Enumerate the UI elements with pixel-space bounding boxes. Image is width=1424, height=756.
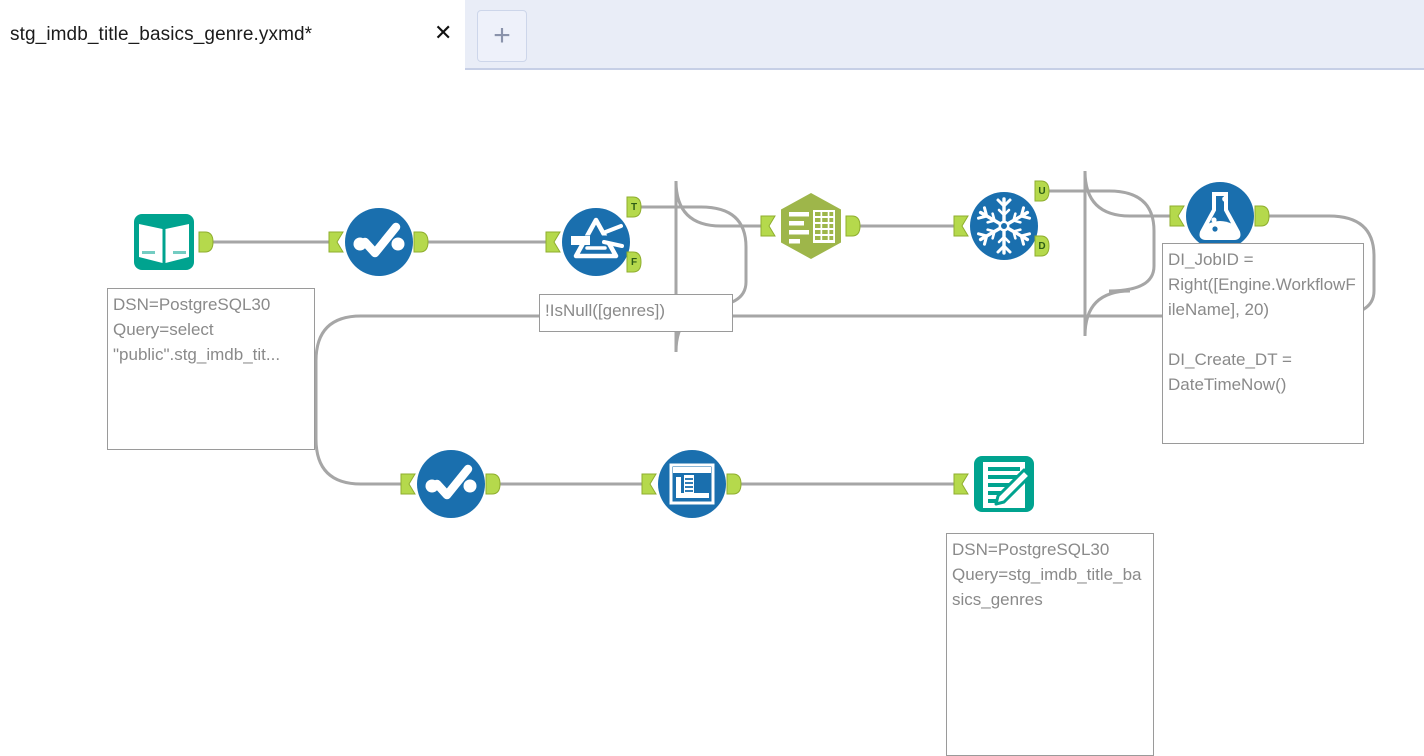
tab-strip-background: [465, 0, 1424, 70]
book-icon: [128, 206, 200, 278]
input-anchor-formula[interactable]: [1169, 205, 1185, 227]
input-anchor-unique[interactable]: [953, 215, 969, 237]
tool-unique[interactable]: [968, 190, 1040, 262]
tool-auto-field[interactable]: [656, 448, 728, 520]
output-anchor-select-1-o[interactable]: [413, 231, 429, 253]
text-to-columns-icon: [775, 190, 847, 262]
tool-filter[interactable]: [560, 206, 632, 278]
select-check-icon: [415, 448, 487, 520]
tool-input-data[interactable]: [128, 206, 200, 278]
tool-output-data[interactable]: [968, 448, 1040, 520]
annotation-formula[interactable]: DI_JobID = Right([Engine.WorkflowFileNam…: [1162, 243, 1364, 444]
filter-funnel-icon: [560, 206, 632, 278]
new-tab-button[interactable]: +: [477, 10, 527, 62]
workflow-tab-title: stg_imdb_title_basics_genre.yxmd*: [10, 24, 313, 45]
auto-field-icon: [656, 448, 728, 520]
output-anchor-formula-o[interactable]: [1254, 205, 1270, 227]
output-anchor-filter-t[interactable]: T: [626, 196, 642, 218]
workflow-canvas[interactable]: T F: [0, 70, 1424, 756]
tab-bar: stg_imdb_title_basics_genre.yxmd* ✕ +: [0, 0, 1424, 70]
flask-icon: [1184, 180, 1256, 252]
input-anchor-output-data[interactable]: [953, 473, 969, 495]
input-anchor-select-1[interactable]: [328, 231, 344, 253]
snowflake-icon: [968, 190, 1040, 262]
input-anchor-filter[interactable]: [545, 231, 561, 253]
plus-icon: +: [493, 19, 511, 52]
document-pencil-icon: [968, 448, 1040, 520]
tool-text-to-columns[interactable]: [775, 190, 847, 262]
input-anchor-text-to-columns[interactable]: [760, 215, 776, 237]
input-anchor-select-2[interactable]: [400, 473, 416, 495]
input-anchor-auto-field[interactable]: [641, 473, 657, 495]
annotation-filter[interactable]: !IsNull([genres]): [539, 294, 733, 332]
output-anchor-input-data-o[interactable]: [198, 231, 214, 253]
select-check-icon: [343, 206, 415, 278]
output-anchor-text-to-columns-o[interactable]: [845, 215, 861, 237]
annotation-output-data[interactable]: DSN=PostgreSQL30 Query=stg_imdb_title_ba…: [946, 533, 1154, 756]
annotation-input-data[interactable]: DSN=PostgreSQL30 Query=select "public".s…: [107, 288, 315, 450]
workflow-tab[interactable]: stg_imdb_title_basics_genre.yxmd*: [0, 0, 465, 70]
output-anchor-filter-f[interactable]: F: [626, 251, 642, 273]
output-anchor-unique-u[interactable]: U: [1034, 180, 1050, 202]
close-icon[interactable]: ✕: [434, 20, 453, 45]
tool-select-2[interactable]: [415, 448, 487, 520]
output-anchor-unique-d[interactable]: D: [1034, 235, 1050, 257]
output-anchor-auto-field-o[interactable]: [726, 473, 742, 495]
tool-formula[interactable]: [1184, 180, 1256, 252]
wire-unique-to-formula[interactable]: [1049, 170, 1170, 337]
output-anchor-select-2-o[interactable]: [485, 473, 501, 495]
tool-select-1[interactable]: [343, 206, 415, 278]
